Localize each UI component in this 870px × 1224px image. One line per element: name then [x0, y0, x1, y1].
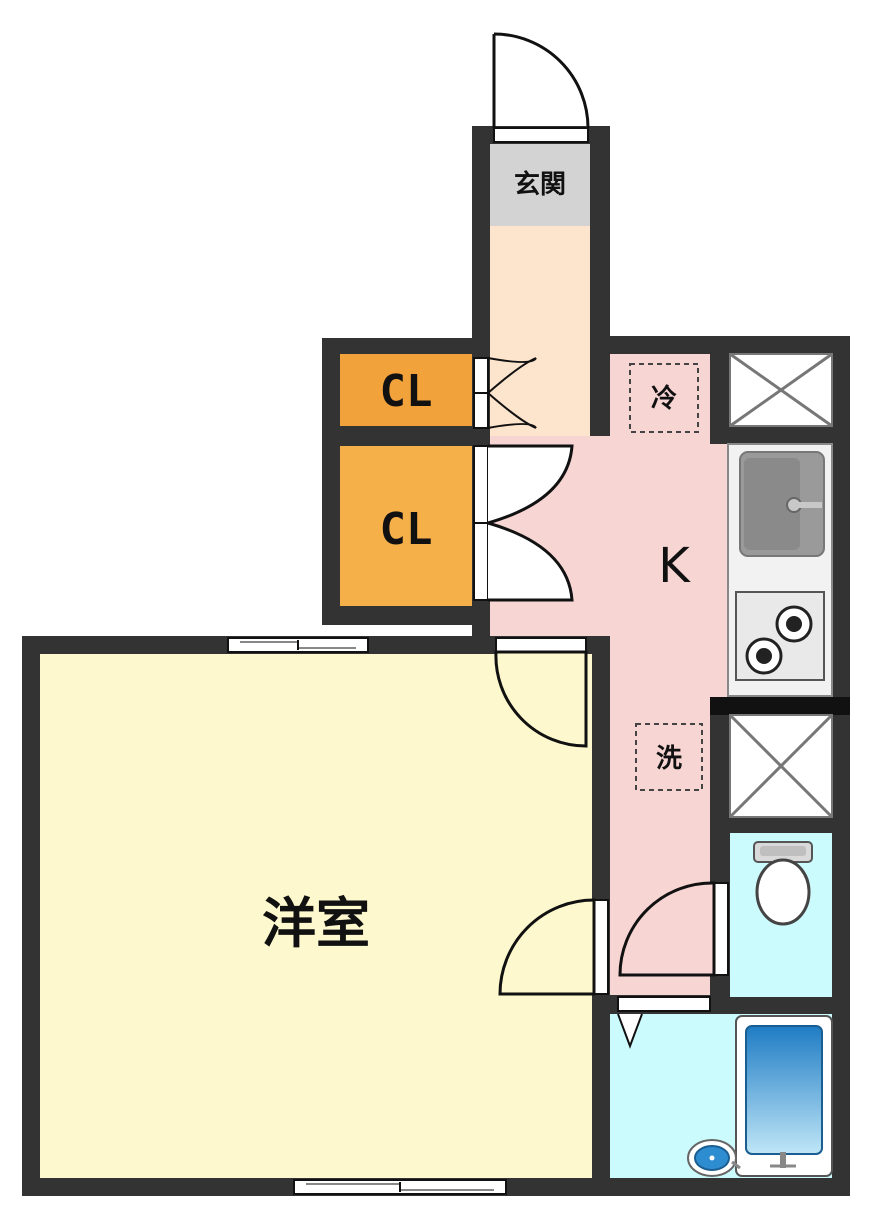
- door-swing-icon[interactable]: [473, 444, 574, 602]
- label-washer: 洗: [656, 744, 682, 774]
- label-closet-upper: CL: [380, 366, 433, 417]
- label-closet-lower: CL: [380, 504, 433, 555]
- toilet-icon: [753, 841, 813, 926]
- closet-lower-floor: [340, 446, 472, 606]
- storage-cross-icon: [729, 352, 833, 428]
- gas-stove-icon: [735, 591, 825, 681]
- entrance-floor: [490, 144, 590, 226]
- hallway-floor: [490, 226, 590, 436]
- fridge-space: [629, 363, 699, 433]
- label-entrance: 玄関: [514, 169, 566, 200]
- window-bottom: [293, 1179, 507, 1195]
- storage-cross-icon: [728, 713, 834, 819]
- door-swing-icon[interactable]: [617, 996, 711, 1049]
- door-swing-icon[interactable]: [498, 898, 609, 996]
- door-swing-icon[interactable]: [618, 881, 729, 977]
- label-fridge: 冷: [651, 383, 677, 414]
- washer-space: [635, 723, 703, 791]
- label-western-room: 洋室: [262, 892, 370, 955]
- label-kitchen: K: [658, 538, 691, 594]
- door-swing-icon[interactable]: [494, 637, 588, 748]
- sink-icon: [739, 451, 825, 557]
- kitchen-floor: [490, 354, 728, 995]
- window-top: [227, 637, 369, 653]
- bathtub-icon: [735, 1015, 833, 1177]
- door-swing-icon[interactable]: [473, 357, 537, 429]
- door-swing-icon[interactable]: [492, 32, 590, 143]
- washbasin-icon: [687, 1139, 741, 1177]
- western-room-floor: [40, 654, 592, 1178]
- closet-upper-floor: [340, 354, 472, 426]
